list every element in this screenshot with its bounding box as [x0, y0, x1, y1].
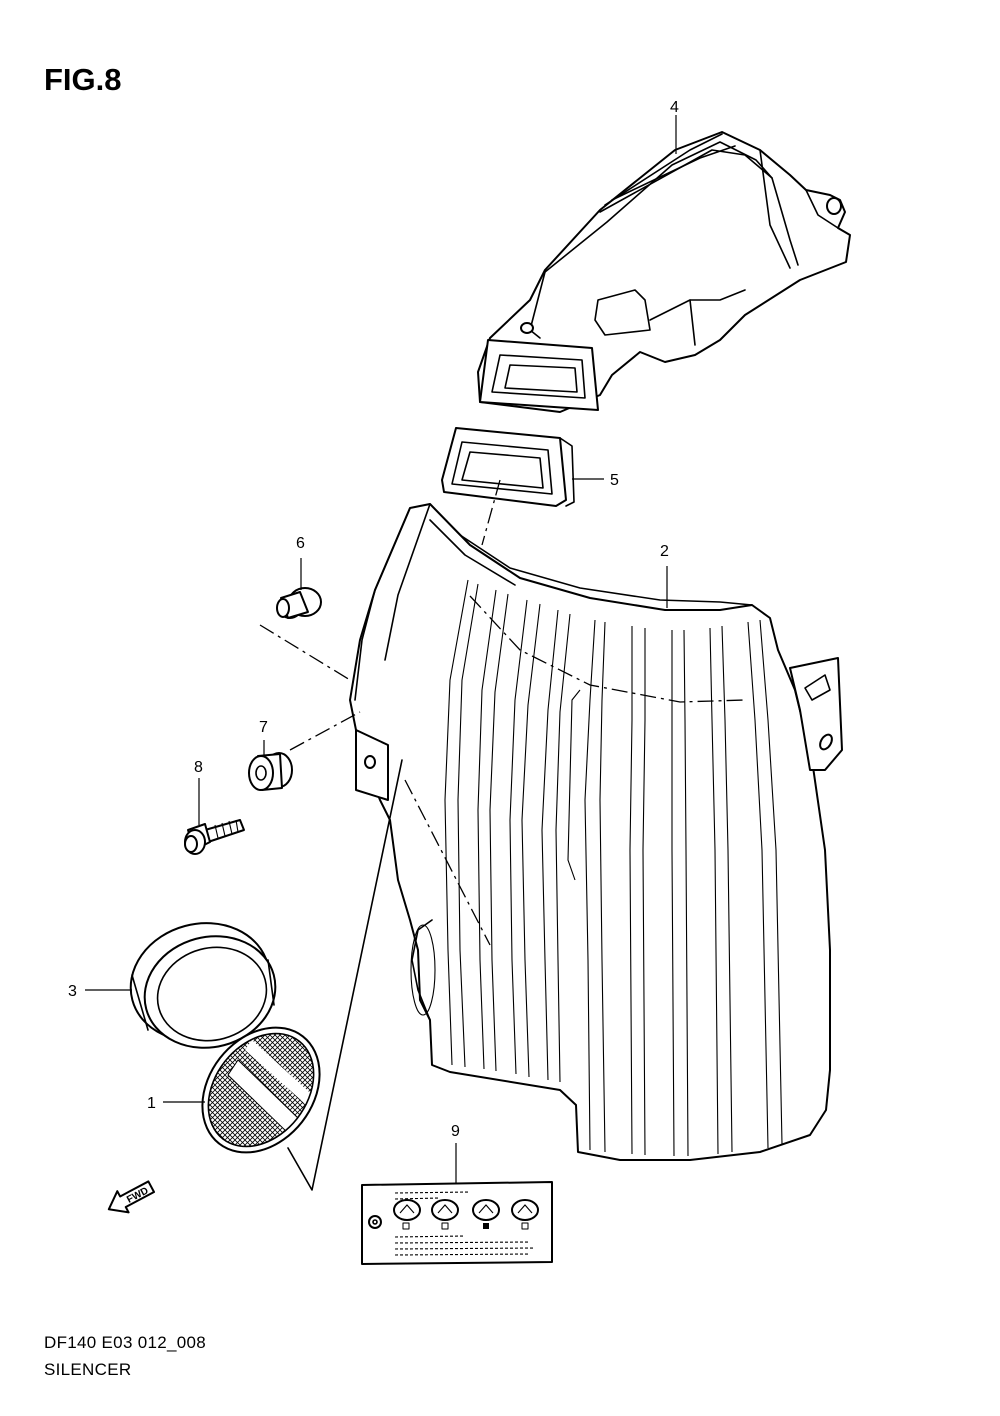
callout-7: 7	[259, 719, 268, 736]
callout-6: 6	[296, 535, 305, 552]
alignment-lines	[259, 479, 501, 1191]
part-3-ring	[129, 922, 277, 1049]
figure-name: SILENCER	[44, 1360, 132, 1379]
figure-title: FIG.8	[44, 62, 122, 97]
callout-9: 9	[451, 1123, 460, 1140]
callout-2: 2	[660, 543, 669, 560]
part-8-bolt	[184, 819, 245, 855]
figure-code: DF140 E03 012_008	[44, 1333, 207, 1352]
callout-5: 5	[610, 472, 619, 489]
part-7-grommet	[248, 752, 293, 791]
fwd-arrow-icon: FWD	[107, 1180, 156, 1214]
callout-4: 4	[670, 99, 679, 116]
part-9-label	[361, 1181, 553, 1265]
part-4-intake-duct	[477, 131, 851, 413]
fwd-label: FWD	[125, 1185, 150, 1205]
part-2-silencer-body	[349, 503, 843, 1161]
callout-1: 1	[147, 1095, 156, 1112]
callout-3: 3	[68, 983, 77, 1000]
part-5-seal	[441, 427, 575, 507]
part-6-collar	[276, 587, 322, 619]
callout-8: 8	[194, 759, 203, 776]
